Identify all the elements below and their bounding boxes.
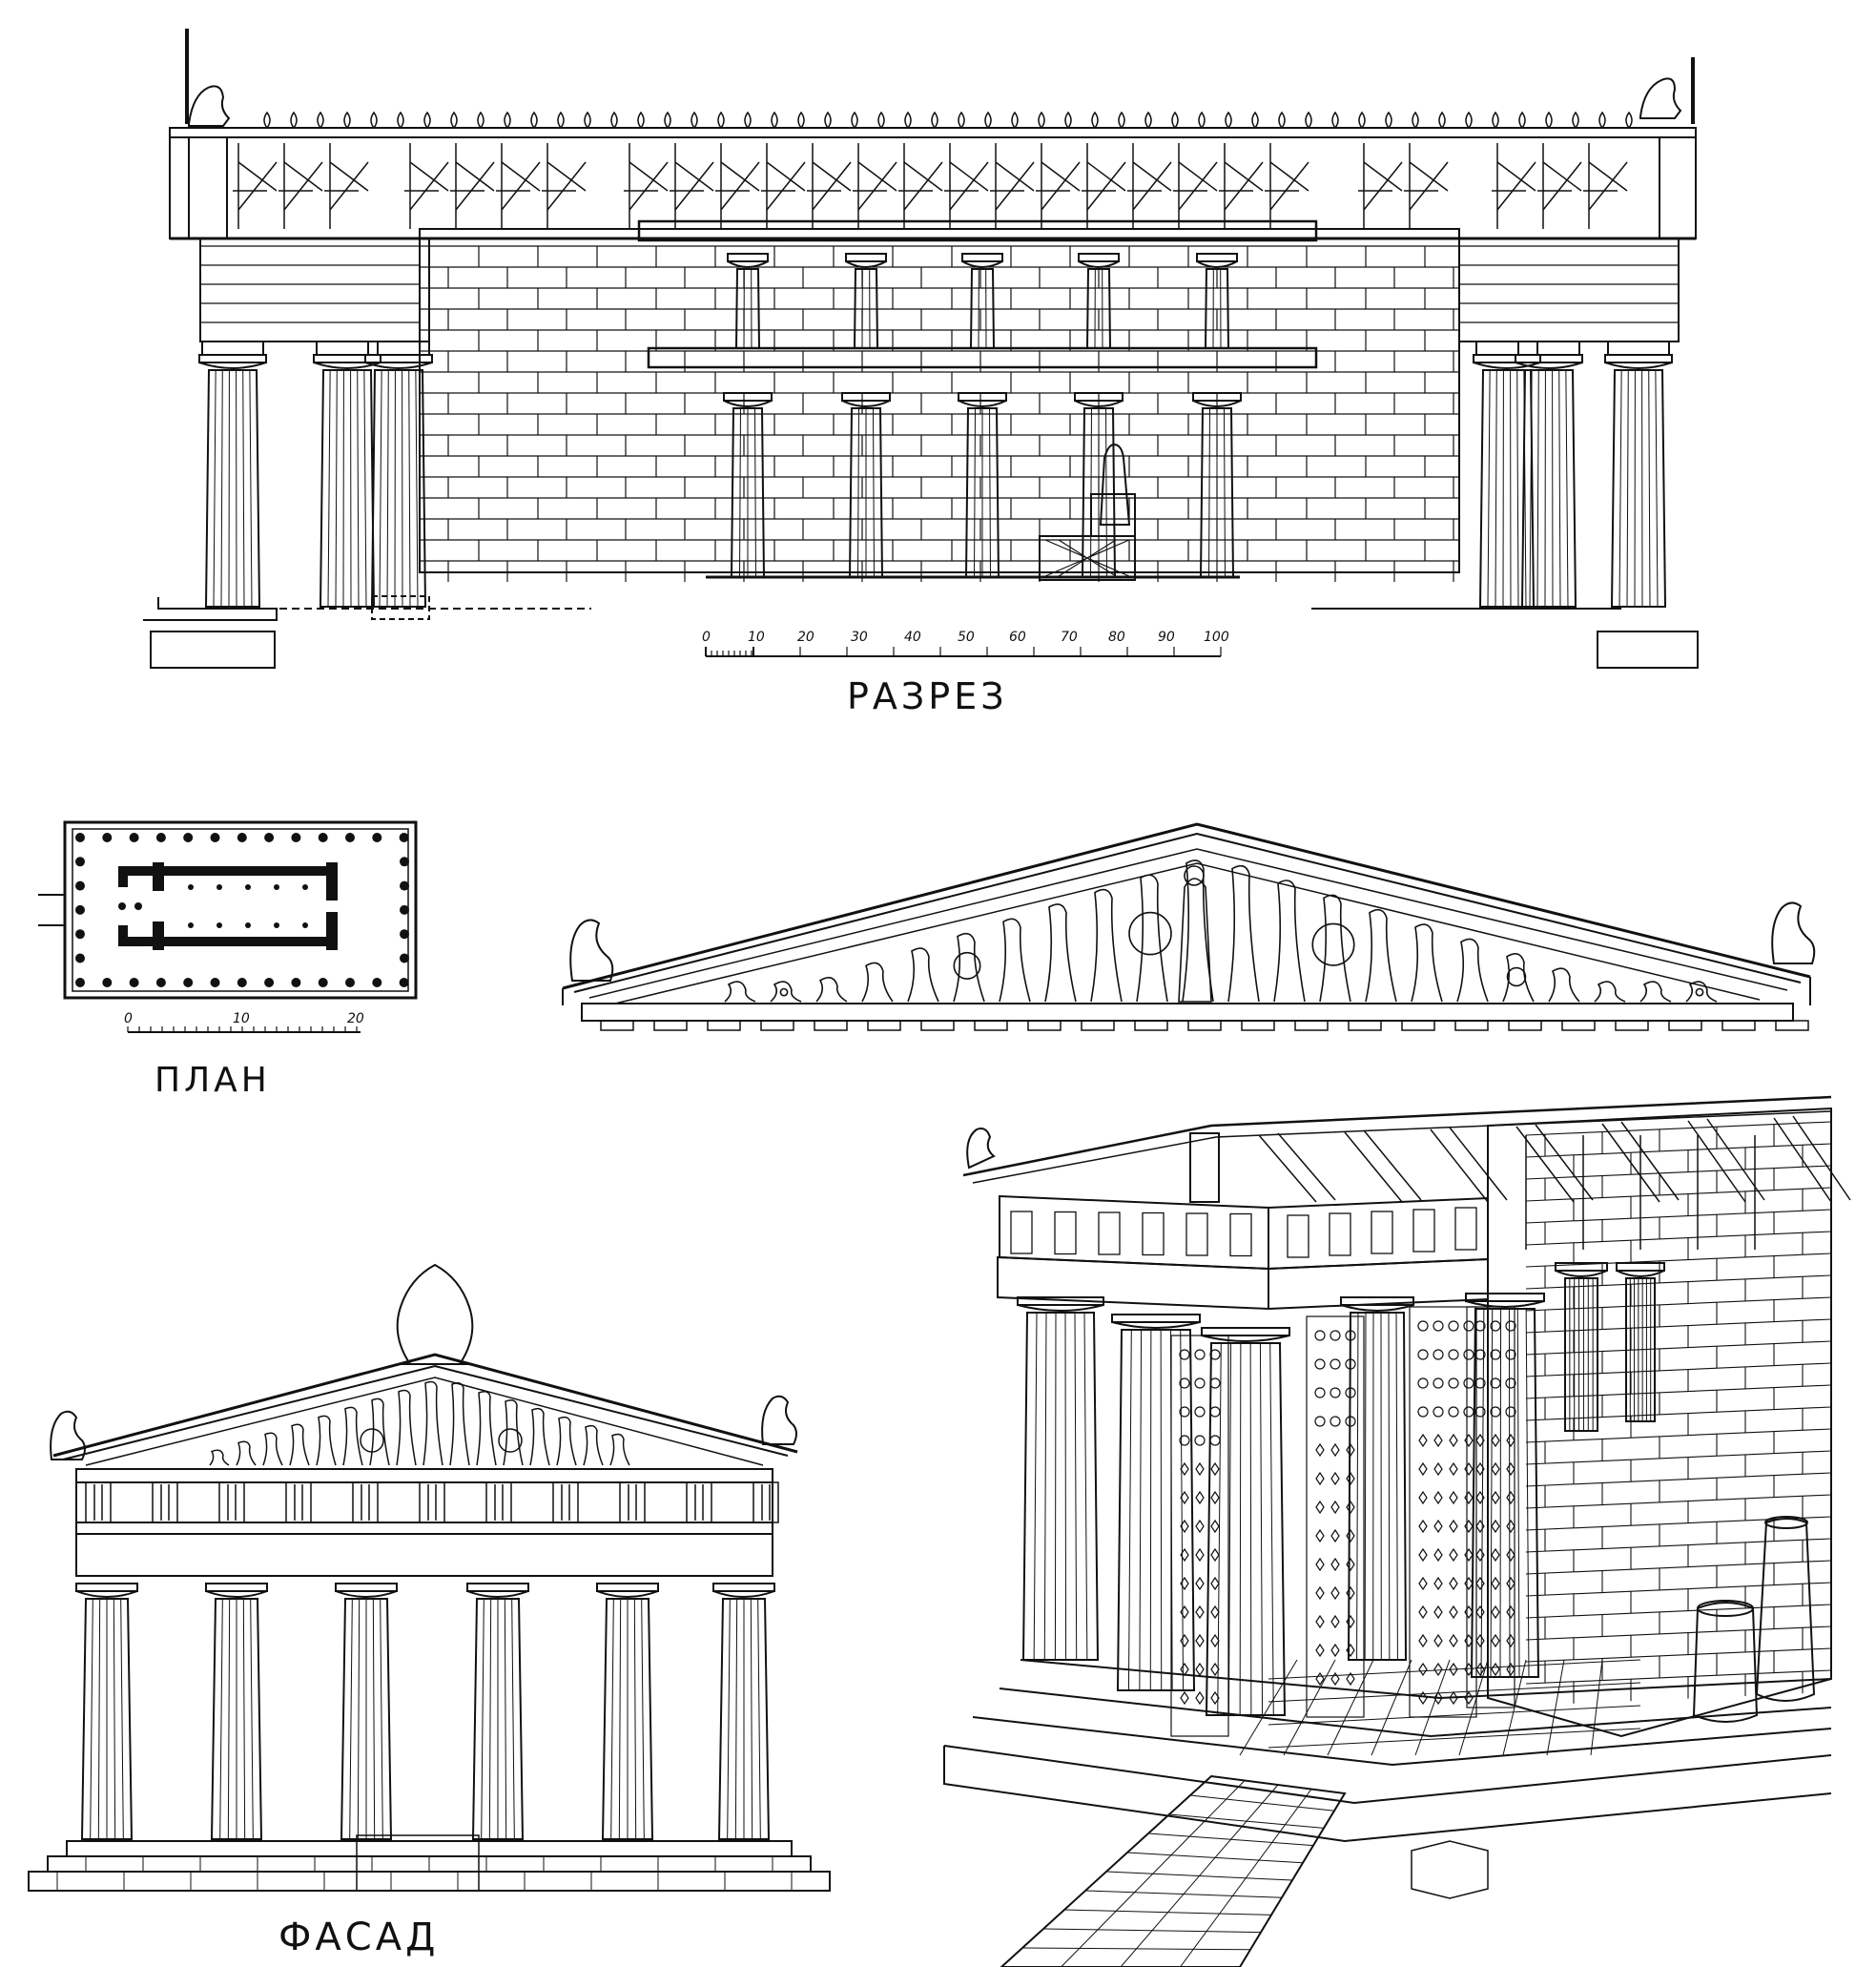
column-drums	[1692, 1516, 1816, 1723]
antefix-row	[263, 111, 1633, 130]
section-scale-tick: 10	[748, 630, 765, 645]
floor-paving	[1239, 1659, 1641, 1756]
pediment-drawing	[562, 822, 1816, 1031]
interior-colonnade	[723, 253, 1242, 578]
plan-scale-tick: 10	[233, 1011, 250, 1026]
sphinx-left-icon	[569, 919, 614, 982]
section-scale-tick: 80	[1108, 630, 1125, 645]
ramp-paving	[1021, 1780, 1335, 1967]
plan-drawing	[38, 820, 418, 1000]
section-scale-tick: 50	[958, 630, 975, 645]
cella-masonry	[200, 245, 1679, 582]
plan-scale-tick: 0	[124, 1011, 133, 1026]
section-scale-tick: 30	[851, 630, 868, 645]
section-scale-tick: 100	[1204, 630, 1229, 645]
peristyle-columns	[198, 341, 1673, 608]
perspective-columns	[1017, 1262, 1665, 1716]
plan-title: ПЛАН	[155, 1061, 271, 1100]
section-scale-bar	[705, 647, 1222, 657]
triglyph-frieze	[85, 1481, 779, 1523]
section-scale-tick: 20	[797, 630, 814, 645]
decorated-walls	[1170, 1306, 1516, 1737]
mutules	[600, 1020, 1809, 1031]
perspective-drawing	[943, 1095, 1851, 1967]
facade-columns	[75, 1583, 775, 1840]
pediment-sculpture	[724, 859, 1718, 1003]
section-scale-tick: 0	[702, 630, 711, 645]
sphinx-right-icon	[1639, 77, 1682, 119]
section-scale-tick: 60	[1009, 630, 1026, 645]
section-scale-tick: 90	[1158, 630, 1175, 645]
plan-scale-tick: 20	[347, 1011, 364, 1026]
facade-pediment-sculpture	[209, 1380, 630, 1466]
sphinx-left-icon	[50, 1410, 86, 1460]
section-scale-tick: 40	[904, 630, 921, 645]
section-scale-tick: 70	[1061, 630, 1078, 645]
sphinx-left-icon	[188, 85, 231, 127]
section-drawing	[143, 29, 1699, 669]
sphinx-right-icon	[761, 1395, 797, 1445]
plan-scale-bar	[127, 1026, 361, 1033]
flank-wall-masonry	[1525, 1121, 1832, 1704]
acroterion-icon	[396, 1263, 474, 1365]
roof-beam-lattice	[233, 143, 1628, 229]
cult-statue	[1039, 443, 1136, 581]
sphinx-right-icon	[1771, 901, 1816, 964]
sphinx-icon	[966, 1128, 996, 1170]
section-title: РАЗРЕЗ	[847, 675, 1008, 717]
facade-drawing	[28, 1263, 831, 1892]
plan-column-dots	[75, 833, 409, 987]
facade-title: ФАСАД	[278, 1915, 440, 1959]
